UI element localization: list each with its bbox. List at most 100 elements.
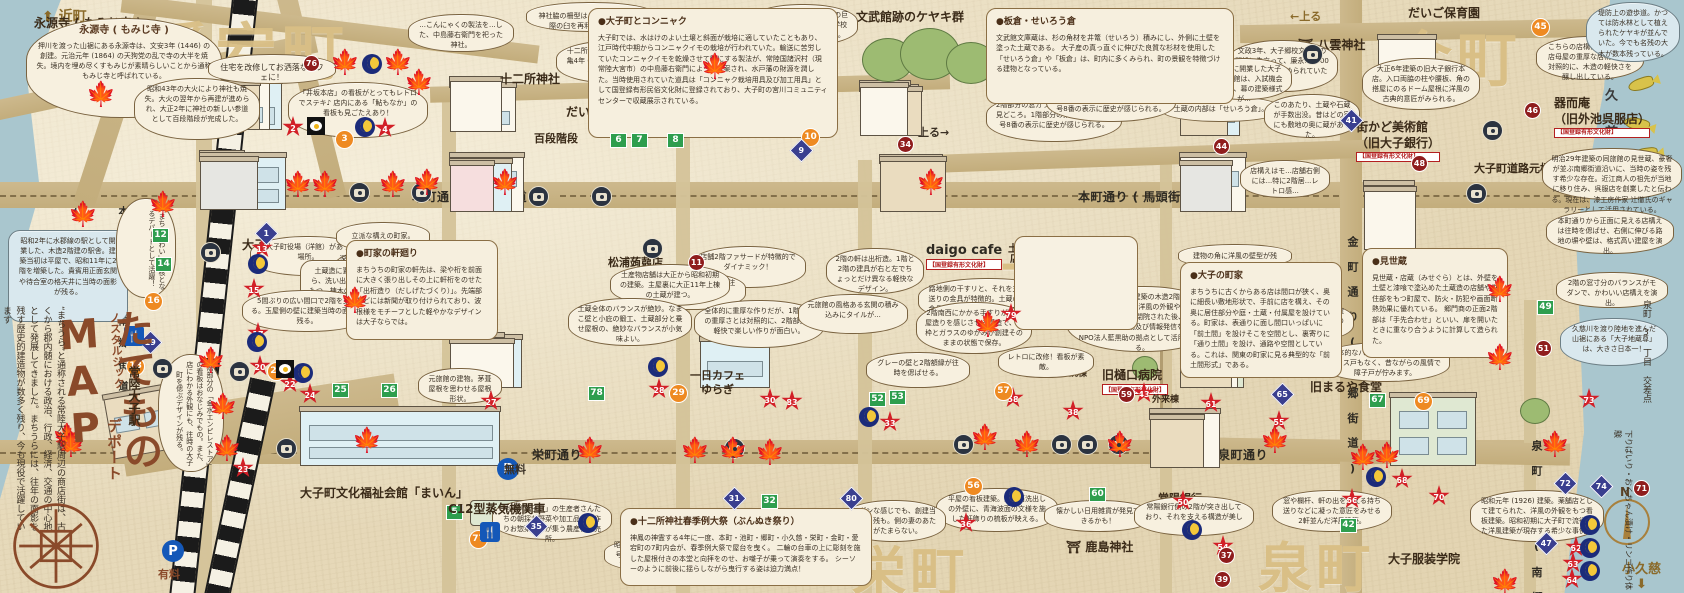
marker-camera-photo-spot[interactable]: [276, 438, 297, 459]
marker-square-6[interactable]: 6: [610, 133, 627, 148]
marker-shrine-71[interactable]: 71: [1633, 480, 1650, 497]
marker-circle-69[interactable]: 69: [1414, 392, 1433, 411]
marker-square-8[interactable]: 8: [667, 133, 684, 148]
marker-square-78[interactable]: 78: [588, 386, 605, 401]
marker-circle-57[interactable]: 57: [994, 382, 1013, 401]
marker-square-25[interactable]: 25: [332, 383, 349, 398]
balloon-grey: グレーの壁と2階額縁が往時を偲ばせる。: [866, 352, 970, 388]
marker-restaurant[interactable]: 🍴: [480, 522, 500, 542]
maple-leaf-icon: 🍁: [148, 190, 178, 218]
marker-circle-45[interactable]: 45: [1531, 18, 1550, 37]
marker-diamond-65[interactable]: 65: [1270, 382, 1295, 407]
marker-parking-paid[interactable]: P: [162, 540, 184, 562]
map-intro-text: “まちうら”と通称される常陸大子駅周辺の商店街は、古くから郡内髄における政治、行…: [1, 306, 65, 532]
marker-camera-photo-spot[interactable]: [642, 238, 663, 259]
road-vert-4: [1160, 160, 1172, 593]
place-label-jyuniso-shrine: 十二所神社: [500, 72, 561, 86]
marker-star-68[interactable]: 68: [1391, 468, 1413, 489]
marker-parking[interactable]: P: [497, 458, 519, 480]
marker-moon-night-view[interactable]: [1004, 487, 1024, 507]
marker-star-70[interactable]: 70: [1428, 485, 1450, 506]
marker-square-53[interactable]: 53: [889, 390, 906, 405]
tree-illustration: [1520, 398, 1550, 424]
marker-star-28[interactable]: 28: [648, 378, 670, 399]
marker-moon-night-view[interactable]: [648, 357, 668, 377]
marker-star-33[interactable]: 33: [879, 411, 901, 432]
marker-restaurant[interactable]: 🍴: [124, 326, 144, 346]
marker-shrine-59[interactable]: 59: [1118, 386, 1135, 403]
marker-moon-night-view[interactable]: [248, 254, 268, 274]
marker-shrine-11[interactable]: 11: [688, 254, 705, 271]
marker-camera-photo-spot[interactable]: [1051, 434, 1072, 455]
marker-square-7[interactable]: 7: [631, 133, 648, 148]
marker-moon-night-view[interactable]: [293, 363, 313, 383]
marker-shrine-44[interactable]: 44: [1213, 138, 1230, 155]
marker-camera-photo-spot[interactable]: [411, 182, 432, 203]
balloon-yuho: 堤防上の遊歩道。かつては防水林として植えられたケヤキが並んでいた。今でも名残の大…: [1586, 2, 1680, 62]
marker-diamond-31[interactable]: 31: [722, 486, 747, 511]
place-label-kashima-shrine: ⛩ 鹿島神社: [1066, 540, 1134, 554]
marker-square-32[interactable]: 32: [761, 494, 778, 509]
marker-moon-night-view[interactable]: [578, 513, 598, 533]
marker-star-30[interactable]: 30: [759, 388, 781, 409]
maple-leaf-icon: 🍁: [352, 426, 382, 454]
marker-camera-photo-spot[interactable]: [724, 438, 745, 459]
marker-camera-photo-spot[interactable]: [1466, 183, 1487, 204]
marker-egg-gourmet[interactable]: [276, 360, 294, 378]
map-title-block: ノスタルジック たてものMAP “まちうら”と通称される常陸大子駅周辺の商店街は…: [1, 300, 184, 590]
maple-leaf-icon: 🍁: [86, 80, 116, 108]
marker-camera-photo-spot[interactable]: [152, 358, 173, 379]
marker-circle-29[interactable]: 29: [669, 384, 688, 403]
marker-moon-night-view[interactable]: [362, 54, 382, 74]
marker-moon-night-view[interactable]: [355, 117, 375, 137]
marker-square-67[interactable]: 67: [1369, 393, 1386, 408]
marker-shrine-34[interactable]: 34: [897, 136, 914, 153]
marker-moon-night-view[interactable]: [1366, 467, 1386, 487]
marker-camera-photo-spot[interactable]: [528, 186, 549, 207]
marker-moon-night-view[interactable]: [859, 407, 879, 427]
marker-camera-photo-spot[interactable]: [1108, 434, 1129, 455]
marker-square-60[interactable]: 60: [1089, 487, 1106, 502]
marker-moon-night-view[interactable]: [1580, 515, 1600, 535]
place-label-keyaki: 文武館跡のケヤキ群: [856, 10, 965, 24]
road-vert-1: [442, 100, 456, 593]
marker-camera-photo-spot[interactable]: [953, 434, 974, 455]
marker-camera-photo-spot[interactable]: [1077, 434, 1098, 455]
marker-circle-16[interactable]: 16: [144, 292, 163, 311]
marker-square-26[interactable]: 26: [381, 383, 398, 398]
marker-star-83[interactable]: 83: [781, 390, 803, 411]
marker-circle-18[interactable]: 18: [126, 357, 145, 376]
marker-shrine-37[interactable]: 37: [1218, 547, 1235, 564]
marker-shrine-39[interactable]: 39: [1214, 571, 1231, 588]
marker-moon-night-view[interactable]: [1580, 538, 1600, 558]
marker-square-12[interactable]: 12: [152, 228, 169, 243]
place-label-fashion-school: 大子服装学院: [1388, 552, 1461, 566]
building-school: [1389, 392, 1477, 466]
marker-camera-photo-spot[interactable]: [591, 186, 612, 207]
marker-camera-photo-spot[interactable]: [229, 361, 250, 382]
marker-camera-photo-spot[interactable]: [349, 182, 370, 203]
marker-egg-gourmet[interactable]: [307, 117, 325, 135]
balloon-retro: レトロに改修！看板が素敵。: [998, 346, 1094, 378]
marker-square-5[interactable]: 5: [446, 505, 463, 520]
balloon-nokide2: 2階の軒は出桁造。1階と2階の建具が右と左でちょっとだけ異なる軽快なデザイン。: [826, 248, 924, 294]
marker-star-38[interactable]: 38: [1062, 400, 1084, 421]
marker-square-14[interactable]: 14: [155, 257, 172, 272]
marker-shrine-51[interactable]: 51: [1535, 340, 1552, 357]
marker-camera-photo-spot[interactable]: [1482, 120, 1503, 141]
marker-moon-night-view[interactable]: [1580, 561, 1600, 581]
marker-camera-photo-spot[interactable]: [1302, 44, 1323, 65]
marker-square-52[interactable]: 52: [869, 392, 886, 407]
marker-shrine-76[interactable]: 76: [303, 55, 320, 72]
marker-circle-3[interactable]: 3: [335, 130, 354, 149]
marker-moon-night-view[interactable]: [247, 332, 267, 352]
marker-moon-night-view[interactable]: [1182, 520, 1202, 540]
marker-shrine-46[interactable]: 46: [1524, 102, 1541, 119]
marker-square-42[interactable]: 42: [1340, 518, 1357, 533]
marker-circle-56[interactable]: 56: [964, 477, 983, 496]
tree-illustration: [1132, 356, 1158, 380]
marker-square-49[interactable]: 49: [1537, 300, 1554, 315]
marker-camera-photo-spot[interactable]: [200, 242, 221, 263]
panel-misegura: ●見世蔵 見世蔵・店蔵（みせぐら）とは、外壁を土壁と漆喰で塗込めた土蔵造の店舗や…: [1362, 248, 1508, 358]
marker-shrine-48[interactable]: 48: [1411, 155, 1428, 172]
